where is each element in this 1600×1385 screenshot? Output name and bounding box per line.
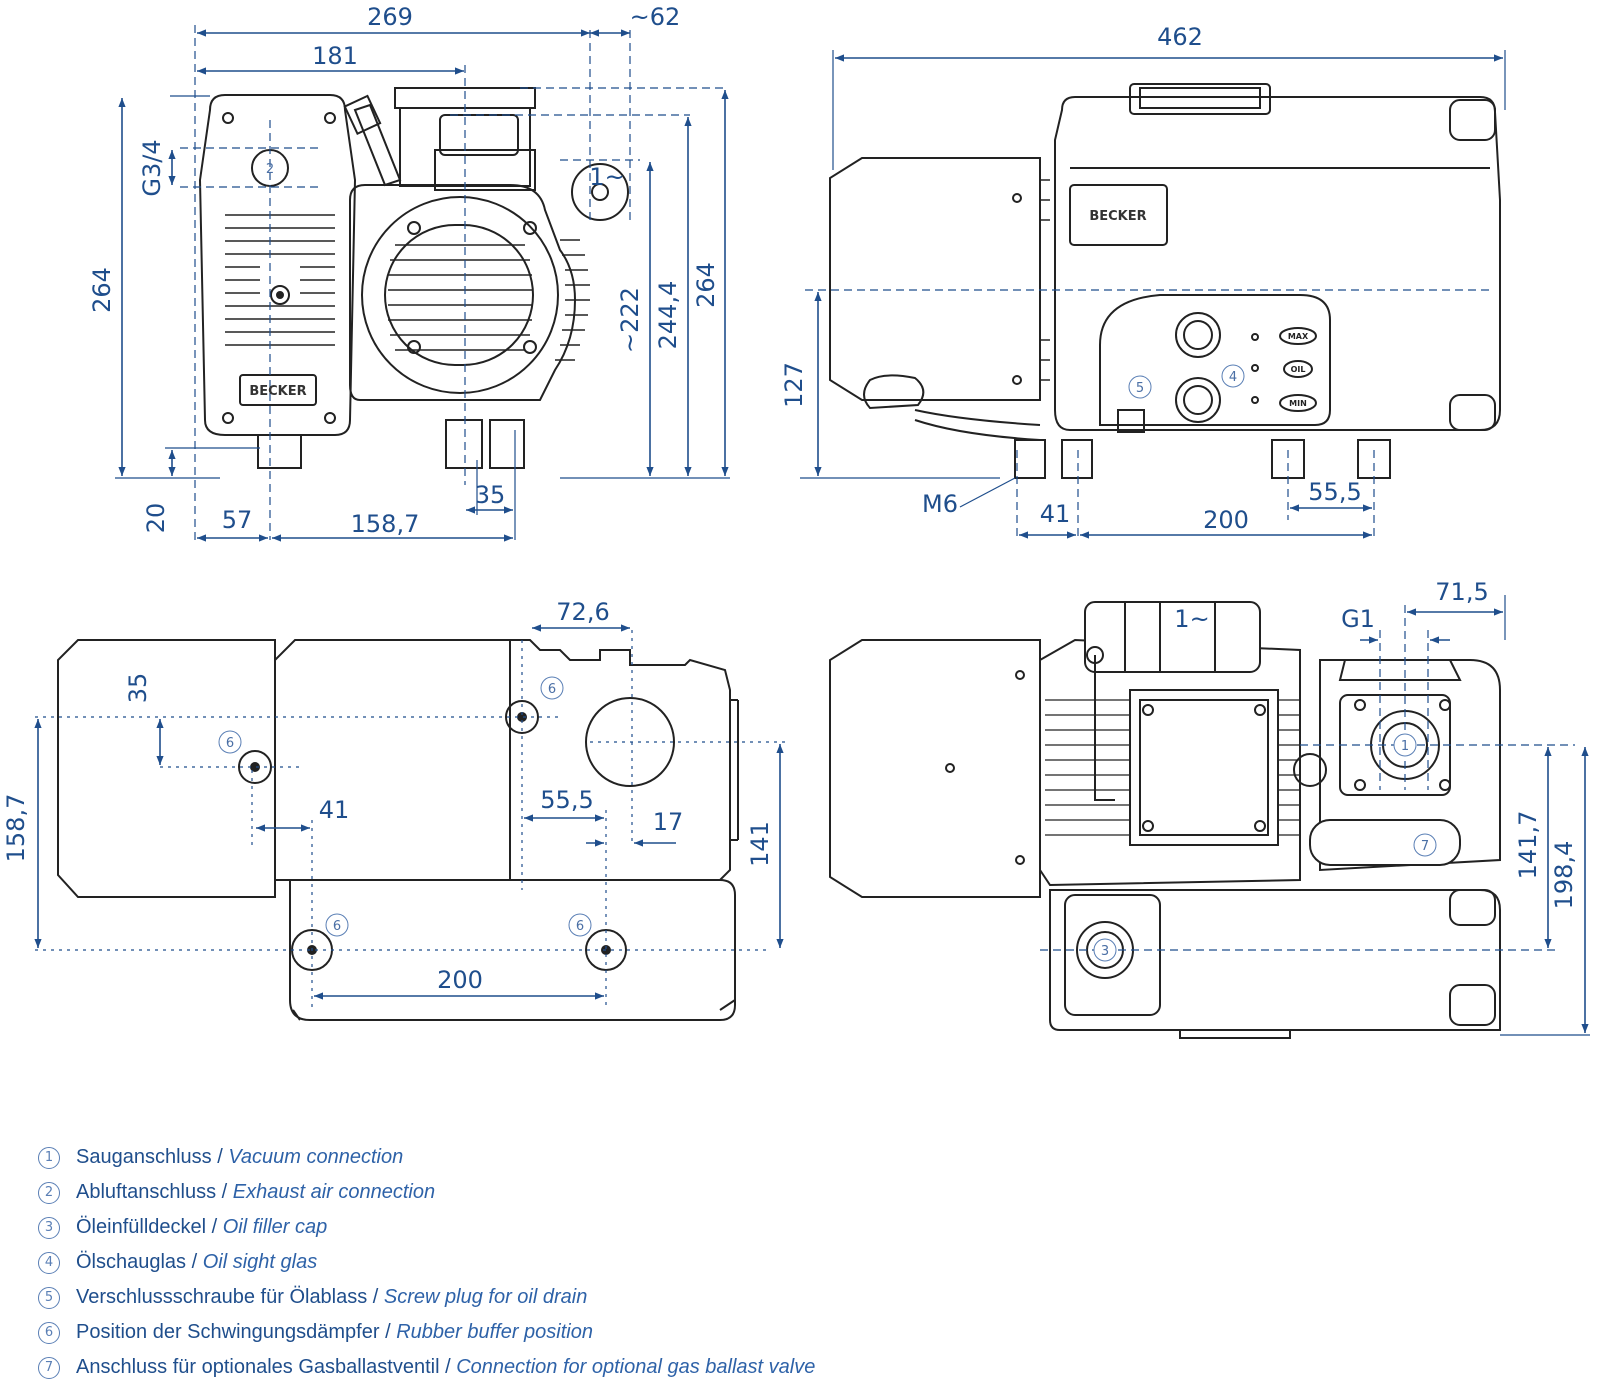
dim-71-5: 71,5 — [1435, 578, 1488, 606]
dim-62: ~62 — [630, 3, 681, 31]
front-brand-logo: BECKER — [249, 384, 306, 399]
dim-41: 41 — [1040, 500, 1071, 528]
side-brand-logo: BECKER — [1089, 209, 1146, 224]
marker-6-b: 6 — [226, 736, 234, 751]
dim-158-7: 158,7 — [351, 510, 420, 538]
legend-english: Connection for optional gas ballast valv… — [456, 1356, 816, 1378]
legend-item: 4 Ölschauglas / Oil sight glas — [38, 1245, 815, 1280]
dim-55-5: 55,5 — [1308, 478, 1361, 506]
legend-separator: / — [211, 1146, 229, 1168]
bottom-damper-holes — [238, 700, 627, 971]
dim-g1: G1 — [1341, 605, 1375, 633]
technical-drawing: MAX OIL MIN — [2, 3, 1590, 1039]
marker-1: 1 — [1401, 739, 1409, 754]
dim-55-5-b: 55,5 — [540, 786, 593, 814]
legend-english: Screw plug for oil drain — [383, 1286, 588, 1308]
dim-269: 269 — [367, 3, 413, 31]
gauge-min-label: MIN — [1289, 399, 1307, 408]
bottom-dimension-labels: 72,6 35 158,7 41 55,5 17 141 200 6 6 6 6 — [2, 598, 774, 994]
gauge-max-label: MAX — [1288, 332, 1309, 341]
marker-3: 3 — [1101, 944, 1109, 959]
side-view — [829, 83, 1501, 479]
legend-number: 4 — [38, 1251, 60, 1274]
bottom-view — [57, 639, 739, 1021]
legend-german: Verschlussschraube für Ölablass — [76, 1286, 368, 1308]
legend-german: Öleinfülldeckel — [76, 1216, 207, 1238]
dim-198-4: 198,4 — [1550, 841, 1578, 910]
legend-item: 2 Abluftanschluss / Exhaust air connecti… — [38, 1175, 815, 1210]
dim-17: 17 — [653, 808, 684, 836]
legend-item: 5 Verschlussschraube für Ölablass / Scre… — [38, 1280, 815, 1315]
legend-english: Exhaust air connection — [232, 1181, 436, 1203]
front-dimension-labels: 269 ~62 181 264 G3/4 ~222 244,4 264 20 5… — [88, 3, 720, 538]
side-dimension-labels: 462 127 M6 41 200 55,5 BECKER 5 4 — [780, 23, 1362, 534]
dim-200-b: 200 — [437, 966, 483, 994]
dim-264-left: 264 — [88, 267, 116, 313]
legend-separator: / — [379, 1321, 397, 1343]
legend-number: 5 — [38, 1286, 60, 1309]
top-dimension-labels: 71,5 G1 1~ 141,7 198,4 1 7 3 — [1093, 578, 1578, 962]
top-phase-label: 1~ — [1174, 605, 1209, 633]
dim-264-right: 264 — [692, 262, 720, 308]
dim-158-7-b: 158,7 — [2, 794, 30, 863]
dim-72-6: 72,6 — [556, 598, 609, 626]
legend-english: Oil filler cap — [222, 1216, 328, 1238]
dim-35-b: 35 — [124, 673, 152, 704]
legend-german: Anschluss für optionales Gasballastventi… — [76, 1356, 440, 1378]
dim-m6: M6 — [922, 490, 958, 518]
dim-57: 57 — [222, 506, 253, 534]
legend-item: 1 Sauganschluss / Vacuum connection — [38, 1140, 815, 1175]
dim-41-b: 41 — [319, 796, 350, 824]
marker-2: 2 — [266, 162, 274, 177]
legend-german: Abluftanschluss — [76, 1181, 217, 1203]
legend-item: 6 Position der Schwingungsdämpfer / Rubb… — [38, 1315, 815, 1350]
legend-separator: / — [186, 1251, 203, 1273]
legend-english: Vacuum connection — [228, 1146, 404, 1168]
dim-181: 181 — [312, 42, 358, 70]
legend-number: 7 — [38, 1356, 60, 1379]
legend-english: Oil sight glas — [202, 1251, 318, 1273]
legend-separator: / — [367, 1286, 384, 1308]
legend-separator: / — [439, 1356, 457, 1378]
marker-6-a: 6 — [548, 682, 556, 697]
marker-6-d: 6 — [576, 919, 584, 934]
front-phase-label: 1~ — [589, 163, 624, 191]
legend-german: Ölschauglas — [76, 1251, 187, 1273]
marker-4: 4 — [1229, 370, 1237, 385]
dim-222: ~222 — [616, 287, 644, 353]
dim-20: 20 — [142, 503, 170, 534]
legend-german: Sauganschluss — [76, 1146, 212, 1168]
legend-separator: / — [206, 1216, 223, 1238]
marker-7: 7 — [1421, 839, 1429, 854]
marker-5: 5 — [1136, 381, 1144, 396]
top-view — [829, 601, 1501, 1039]
legend-number: 3 — [38, 1216, 60, 1239]
legend-number: 2 — [38, 1181, 60, 1204]
dim-462: 462 — [1157, 23, 1203, 51]
sight-glass-gauges: MAX OIL MIN — [1279, 327, 1317, 412]
legend-item: 3 Öleinfülldeckel / Oil filler cap — [38, 1210, 815, 1245]
dim-g34: G3/4 — [138, 139, 166, 196]
legend-separator: / — [216, 1181, 233, 1203]
dim-244-4: 244,4 — [654, 281, 682, 350]
legend-item: 7 Anschluss für optionales Gasballastven… — [38, 1350, 815, 1385]
legend-number: 1 — [38, 1146, 60, 1169]
dim-141: 141 — [746, 821, 774, 867]
legend: 1 Sauganschluss / Vacuum connection 2 Ab… — [38, 1140, 815, 1385]
legend-number: 6 — [38, 1321, 60, 1344]
front-view — [198, 87, 629, 469]
legend-english: Rubber buffer position — [396, 1321, 593, 1343]
dim-141-7: 141,7 — [1514, 811, 1542, 880]
legend-german: Position der Schwingungsdämpfer — [76, 1321, 380, 1343]
dim-127: 127 — [780, 362, 808, 408]
dim-35: 35 — [475, 481, 506, 509]
dim-200: 200 — [1203, 506, 1249, 534]
marker-6-c: 6 — [333, 919, 341, 934]
gauge-oil-label: OIL — [1291, 365, 1306, 374]
